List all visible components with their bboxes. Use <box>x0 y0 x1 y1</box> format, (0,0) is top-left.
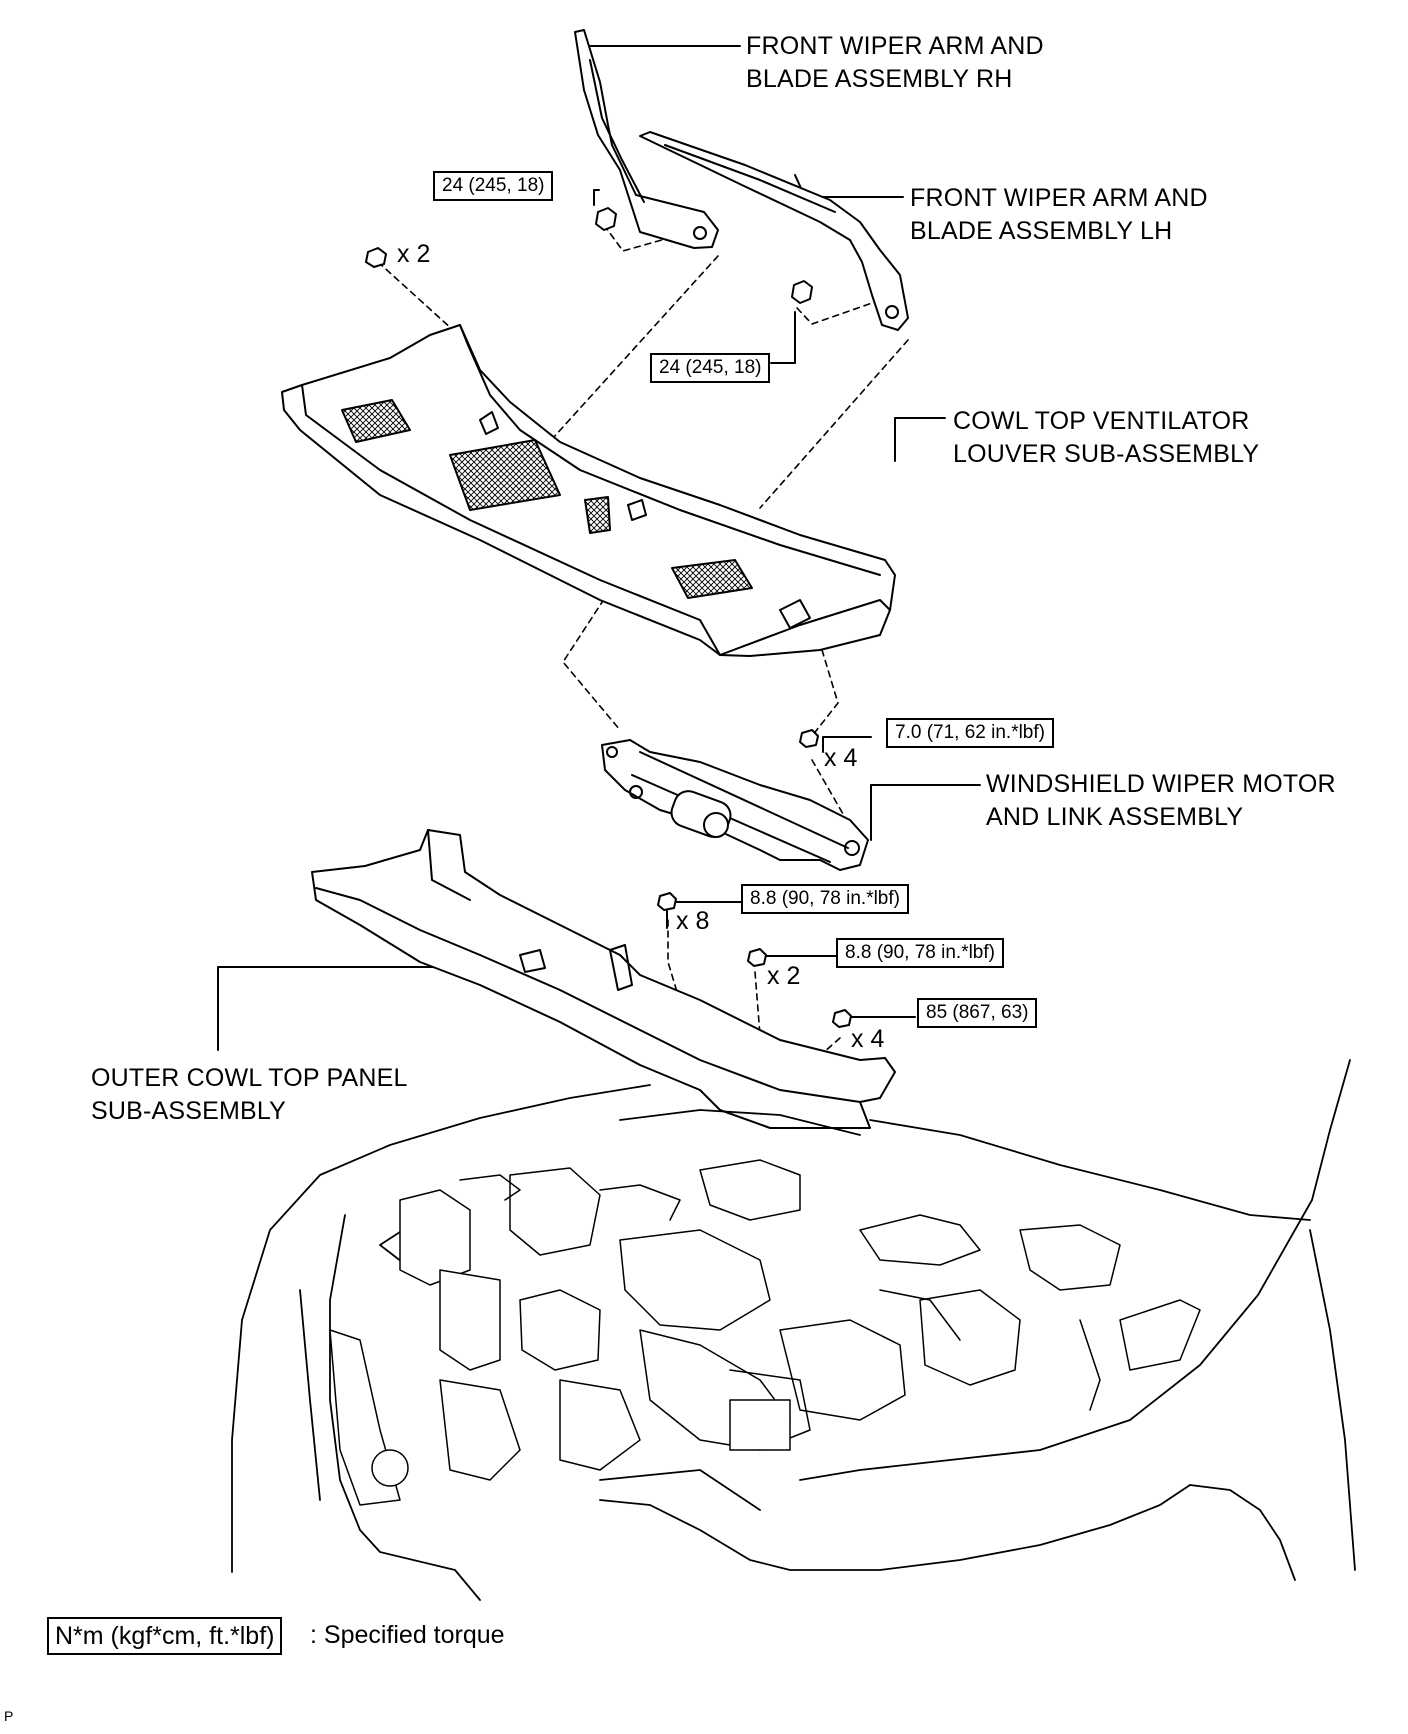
torque-wiper-lh-nut: 24 (245, 18) <box>650 353 771 383</box>
label-line: AND LINK ASSEMBLY <box>986 803 1244 831</box>
label-outer-cowl-top-panel: OUTER COWL TOP PANEL SUB-ASSEMBLY <box>91 1062 408 1128</box>
torque-cowl-side-bolts: 85 (867, 63) <box>917 998 1038 1028</box>
wiper-motor-link <box>601 739 869 871</box>
outer-cowl-panel <box>311 829 896 1129</box>
qty-cowl-nuts: x 2 <box>767 962 801 990</box>
legend-specified-torque: : Specified torque <box>310 1621 505 1649</box>
qty-cowl-bolts: x 8 <box>676 907 710 935</box>
engine-bay <box>329 1159 1201 1506</box>
label-line: OUTER COWL TOP PANEL <box>91 1064 408 1092</box>
qty-louver-clips: x 2 <box>397 240 431 268</box>
label-line: FRONT WIPER ARM AND <box>910 184 1208 212</box>
torque-motor-bolts: 7.0 (71, 62 in.*lbf) <box>886 718 1054 748</box>
legend-torque-units: N*m (kgf*cm, ft.*lbf) <box>47 1617 283 1655</box>
qty-motor-bolts: x 4 <box>824 744 858 772</box>
torque-cowl-bolts: 8.8 (90, 78 in.*lbf) <box>741 884 909 914</box>
torque-cowl-nuts: 8.8 (90, 78 in.*lbf) <box>836 938 1004 968</box>
qty-cowl-side-bolts: x 4 <box>851 1025 885 1053</box>
label-line: LOUVER SUB-ASSEMBLY <box>953 440 1260 468</box>
figure-code: P <box>4 1708 14 1724</box>
label-line: BLADE ASSEMBLY RH <box>746 65 1013 93</box>
label-front-wiper-arm-lh: FRONT WIPER ARM AND BLADE ASSEMBLY LH <box>910 182 1208 248</box>
label-cowl-top-ventilator-louver: COWL TOP VENTILATOR LOUVER SUB-ASSEMBLY <box>953 405 1259 471</box>
wiper-arm-rh <box>574 29 719 249</box>
label-front-wiper-arm-rh: FRONT WIPER ARM AND BLADE ASSEMBLY RH <box>746 30 1044 96</box>
label-line: BLADE ASSEMBLY LH <box>910 217 1173 245</box>
wiper-arm-lh <box>639 131 909 331</box>
cowl-louver <box>281 324 896 657</box>
label-windshield-wiper-motor: WINDSHIELD WIPER MOTOR AND LINK ASSEMBLY <box>986 768 1336 834</box>
label-line: COWL TOP VENTILATOR <box>953 407 1250 435</box>
label-line: WINDSHIELD WIPER MOTOR <box>986 770 1336 798</box>
fasteners <box>365 207 852 1028</box>
vehicle-body <box>231 1059 1356 1601</box>
label-line: SUB-ASSEMBLY <box>91 1097 287 1125</box>
label-line: FRONT WIPER ARM AND <box>746 32 1044 60</box>
torque-wiper-rh-nut: 24 (245, 18) <box>433 171 554 201</box>
